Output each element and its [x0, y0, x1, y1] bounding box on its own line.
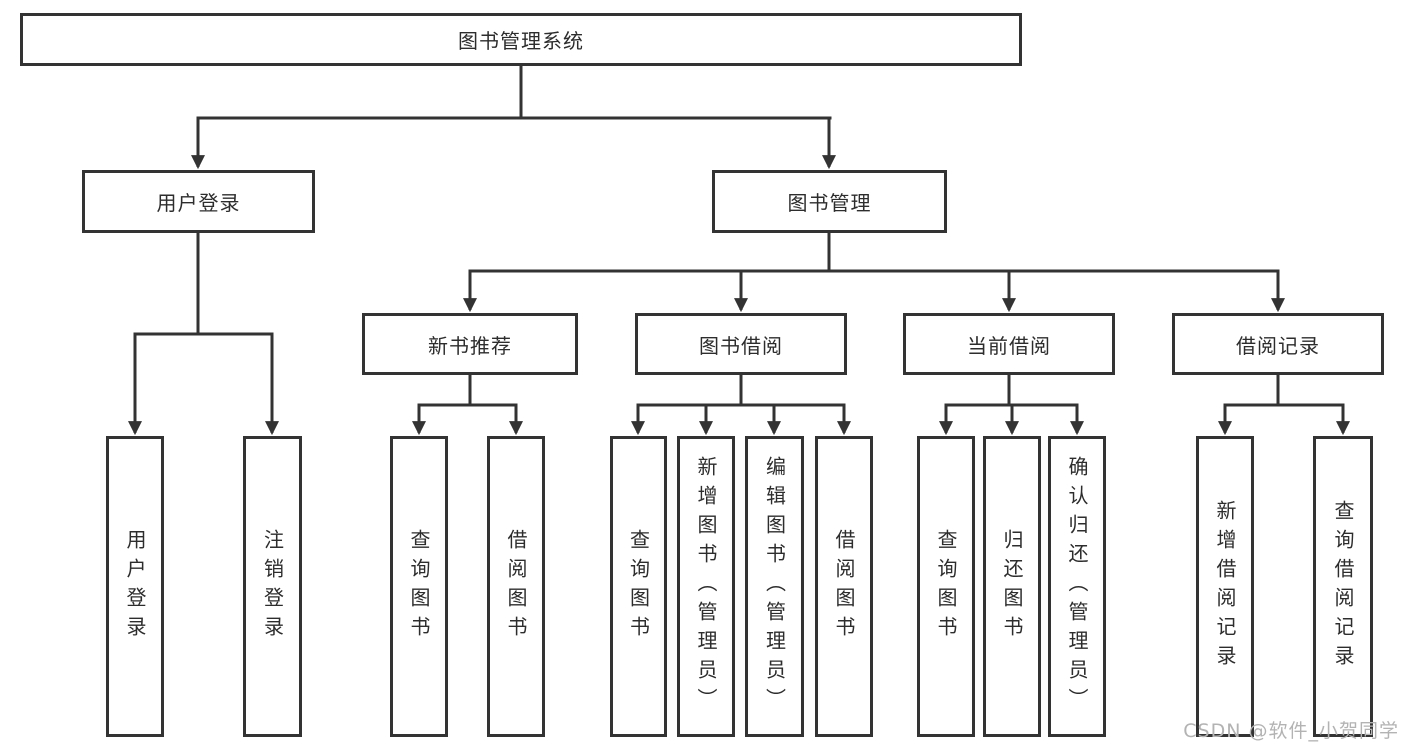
node-root-system-label: 图书管理系统	[458, 29, 584, 53]
leaf-return-book-label: 归还图书	[1000, 528, 1024, 645]
leaf-confirm-return-admin: 确认归还（管理员）	[1048, 436, 1106, 737]
leaf-query-book-3: 查询图书	[917, 436, 975, 737]
leaf-user-login: 用户登录	[106, 436, 164, 737]
leaf-edit-book-admin: 编辑图书（管理员）	[745, 436, 804, 737]
leaf-add-borrow-record-label: 新增借阅记录	[1213, 499, 1237, 674]
node-user-login-group-label: 用户登录	[156, 191, 241, 215]
leaf-borrow-book-1-label: 借阅图书	[504, 528, 528, 645]
leaf-borrow-book-1: 借阅图书	[487, 436, 545, 737]
leaf-query-borrow-record: 查询借阅记录	[1313, 436, 1373, 737]
node-book-borrow: 图书借阅	[635, 313, 847, 375]
leaf-logout-label: 注销登录	[260, 528, 285, 645]
leaf-query-borrow-record-label: 查询借阅记录	[1331, 499, 1355, 674]
leaf-query-book-3-label: 查询图书	[934, 528, 958, 645]
leaf-query-book-1-label: 查询图书	[407, 528, 431, 645]
leaf-add-borrow-record: 新增借阅记录	[1196, 436, 1254, 737]
node-current-borrow-label: 当前借阅	[967, 333, 1051, 358]
node-current-borrow: 当前借阅	[903, 313, 1115, 375]
leaf-borrow-book-2: 借阅图书	[815, 436, 873, 737]
leaf-query-book-2-label: 查询图书	[626, 528, 651, 645]
node-book-borrow-label: 图书借阅	[699, 333, 783, 358]
leaf-add-book-admin: 新增图书（管理员）	[677, 436, 735, 737]
node-new-book-rec: 新书推荐	[362, 313, 578, 375]
leaf-add-book-admin-label: 新增图书（管理员）	[694, 456, 718, 717]
node-book-mgmt-group-label: 图书管理	[787, 191, 872, 215]
leaf-return-book: 归还图书	[983, 436, 1041, 737]
leaf-user-login-label: 用户登录	[123, 528, 147, 645]
tree-elbow-lines	[133, 64, 1345, 407]
node-book-mgmt-group: 图书管理	[712, 170, 947, 233]
node-new-book-rec-label: 新书推荐	[428, 333, 512, 358]
node-user-login-group: 用户登录	[82, 170, 315, 233]
leaf-borrow-book-2-label: 借阅图书	[832, 528, 856, 645]
node-borrow-records-label: 借阅记录	[1236, 333, 1320, 358]
leaf-query-book-1: 查询图书	[390, 436, 448, 737]
leaf-edit-book-admin-label: 编辑图书（管理员）	[762, 456, 787, 717]
watermark: CSDN @软件_小贺同学	[1183, 720, 1399, 742]
leaf-logout: 注销登录	[243, 436, 302, 737]
node-borrow-records: 借阅记录	[1172, 313, 1384, 375]
leaf-confirm-return-admin-label: 确认归还（管理员）	[1065, 456, 1089, 717]
node-root-system: 图书管理系统	[20, 13, 1022, 66]
leaf-query-book-2: 查询图书	[610, 436, 667, 737]
